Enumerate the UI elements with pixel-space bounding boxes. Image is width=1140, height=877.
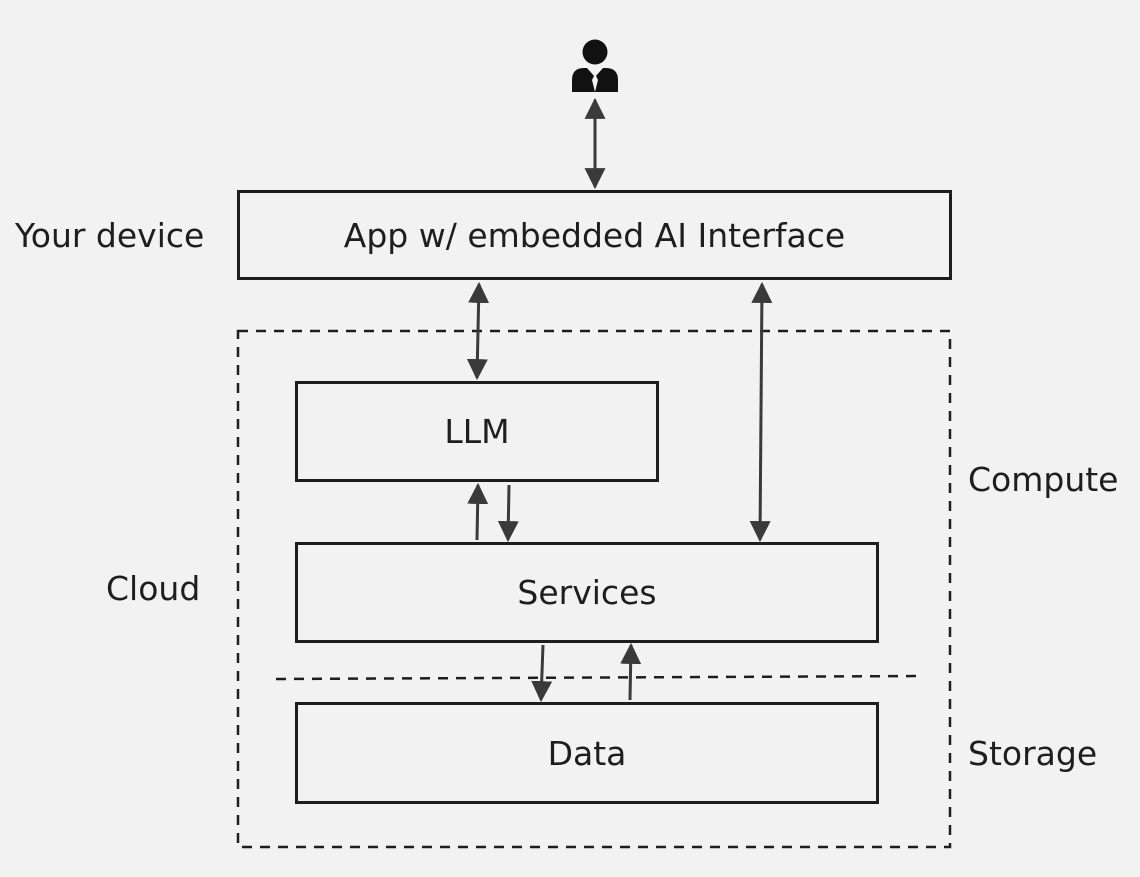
arrow-app-llm [466, 281, 490, 381]
data-box: Data [295, 702, 879, 804]
arrow-app-services [749, 281, 773, 543]
label-compute: Compute [968, 460, 1119, 499]
cloud-boundary [236, 329, 952, 849]
llm-box-label: LLM [444, 412, 510, 451]
services-box: Services [295, 542, 879, 643]
label-cloud: Cloud [106, 569, 201, 608]
arrow-services-to-data [531, 644, 553, 703]
label-storage: Storage [968, 734, 1098, 773]
arrow-services-to-llm [467, 482, 489, 541]
compute-storage-divider [275, 674, 923, 681]
app-box: App w/ embedded AI Interface [237, 190, 952, 280]
arrow-data-to-services [620, 642, 642, 701]
arrow-llm-to-services [497, 484, 519, 543]
data-box-label: Data [547, 733, 627, 773]
llm-box: LLM [295, 381, 659, 482]
user-icon [572, 39, 618, 92]
app-box-label: App w/ embedded AI Interface [343, 215, 846, 255]
services-box-label: Services [517, 573, 657, 612]
label-your-device: Your device [15, 216, 205, 255]
